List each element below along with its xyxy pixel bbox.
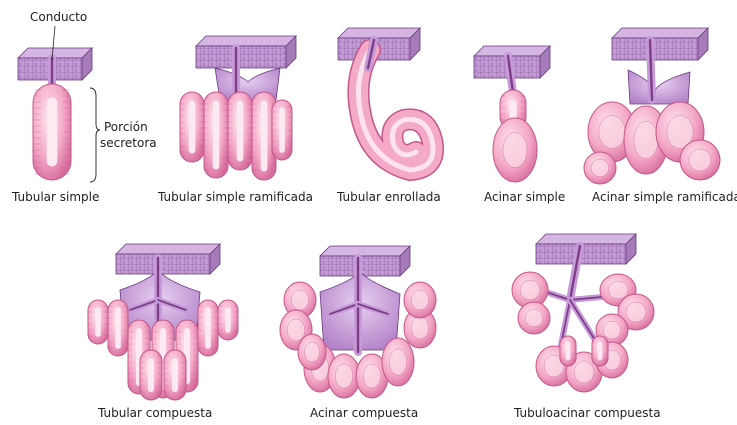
gland-acinar-simple-ramificada: [584, 28, 720, 184]
label-tubular-enrollada: Tubular enrollada: [337, 190, 441, 204]
gland-acinar-compuesta: [280, 246, 436, 398]
label-acinar-simple-ramificada: Acinar simple ramificada: [592, 190, 737, 204]
gland-tubular-simple-ramificada: [180, 36, 296, 180]
secretory-label-line1: Porción: [104, 120, 148, 134]
label-tubuloacinar-compuesta: Tubuloacinar compuesta: [514, 406, 661, 420]
gland-acinar-simple: [474, 46, 550, 182]
label-tubular-simple-ramificada: Tubular simple ramificada: [158, 190, 313, 204]
gland-tubular-simple: [18, 26, 100, 182]
label-tubular-compuesta: Tubular compuesta: [98, 406, 212, 420]
gland-tubuloacinar-compuesta: [512, 234, 654, 392]
secretory-label-line2: secretora: [100, 136, 157, 150]
label-acinar-compuesta: Acinar compuesta: [310, 406, 418, 420]
duct-label: Conducto: [30, 10, 87, 24]
label-tubular-simple: Tubular simple: [12, 190, 99, 204]
label-acinar-simple: Acinar simple: [484, 190, 565, 204]
gland-tubular-enrollada: [338, 28, 433, 170]
secretory-bracket: [90, 88, 100, 182]
gland-tubular-compuesta: [88, 244, 238, 400]
